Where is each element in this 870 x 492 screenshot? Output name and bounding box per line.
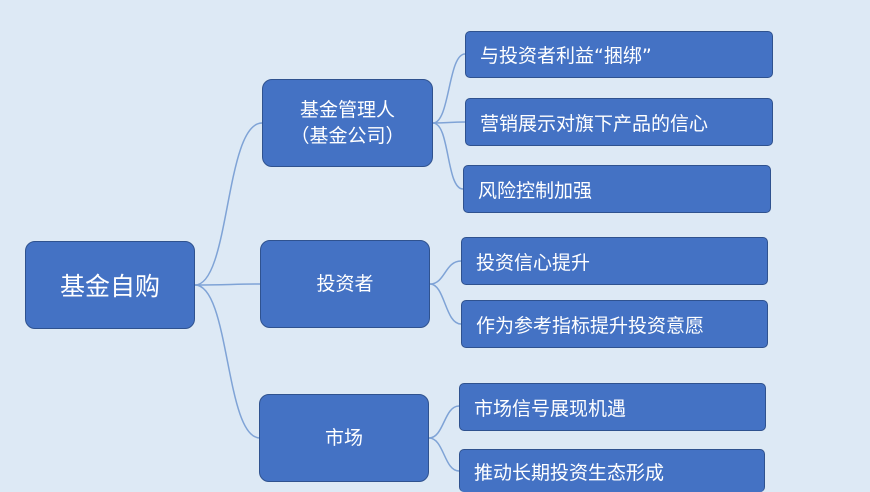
- leaf-node: 市场信号展现机遇: [459, 383, 766, 431]
- branch-label-line1: 基金管理人: [299, 99, 395, 121]
- leaf-node: 投资信心提升: [461, 237, 768, 285]
- branch-node-fund-manager: 基金管理人 （基金公司）: [262, 79, 433, 167]
- connector-investor-leaf1: [429, 260, 462, 285]
- branch-label-line1: 市场: [324, 427, 363, 449]
- connector-market-leaf2: [428, 437, 460, 472]
- leaf-node: 营销展示对旗下产品的信心: [465, 98, 773, 146]
- connector-manager-leaf1: [432, 53, 466, 124]
- connector-root-investor: [194, 283, 261, 286]
- connector-manager-leaf2: [432, 121, 466, 124]
- leaf-label: 与投资者利益“捆绑”: [480, 45, 652, 67]
- leaf-label: 作为参考指标提升投资意愿: [476, 314, 705, 337]
- leaf-label: 风险控制加强: [478, 179, 593, 202]
- leaf-node: 与投资者利益“捆绑”: [465, 31, 773, 78]
- leaf-label: 投资信心提升: [476, 251, 591, 274]
- branch-label-line1: 投资者: [316, 273, 374, 295]
- leaf-label: 营销展示对旗下产品的信心: [480, 112, 709, 135]
- leaf-node: 风险控制加强: [463, 165, 771, 213]
- root-node: 基金自购: [25, 241, 195, 329]
- branch-label-line2: （基金公司）: [290, 125, 405, 147]
- connector-root-market: [194, 284, 261, 439]
- leaf-node: 推动长期投资生态形成: [459, 449, 765, 492]
- leaf-node: 作为参考指标提升投资意愿: [461, 300, 768, 348]
- branch-node-investor: 投资者: [260, 240, 430, 328]
- connector-investor-leaf2: [429, 283, 462, 325]
- connector-root-manager: [194, 122, 263, 286]
- leaf-label: 推动长期投资生态形成: [474, 461, 665, 484]
- branch-node-market: 市场: [259, 394, 429, 482]
- connector-market-leaf1: [428, 405, 460, 439]
- root-label: 基金自购: [59, 272, 160, 301]
- leaf-label: 市场信号展现机遇: [474, 397, 627, 420]
- connector-manager-leaf3: [432, 122, 464, 190]
